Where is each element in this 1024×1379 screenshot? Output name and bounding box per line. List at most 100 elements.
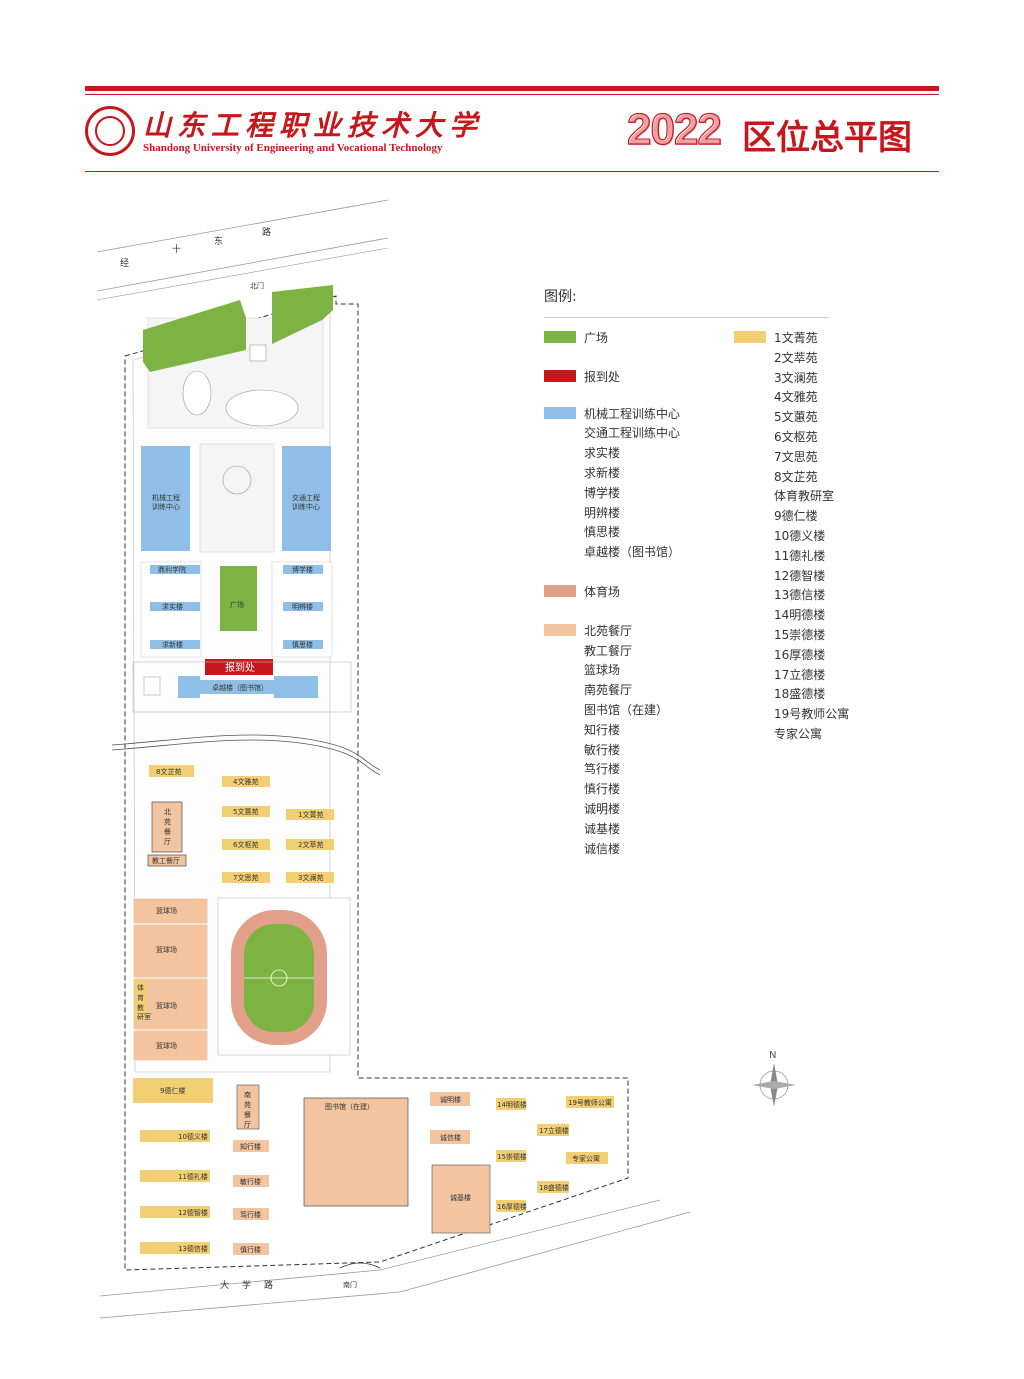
chengxin-label: 诚信楼 — [440, 1133, 461, 1142]
road-char-1: 经 — [120, 257, 129, 269]
north-canteen — [151, 801, 183, 853]
minxing-label: 敏行楼 — [240, 1177, 261, 1186]
dorm-8-label: 8文芷苑 — [156, 767, 181, 776]
dorm-1-label: 1文菁苑 — [298, 810, 323, 819]
dorm-18 — [537, 1181, 569, 1193]
university-seal-inner-ring — [95, 116, 125, 146]
jixie-label-2: 训练中心 — [152, 502, 180, 511]
registration-label: 报到处 — [225, 661, 255, 674]
zhixing-label: 知行楼 — [240, 1142, 261, 1151]
legend-item: 慎思楼 — [584, 525, 621, 540]
staff-canteen — [147, 854, 187, 867]
dorm-9-label: 9德仁楼 — [160, 1086, 185, 1095]
legend-item: 求新楼 — [584, 466, 621, 480]
legend-item: 7文思苑 — [774, 449, 818, 464]
pe-office-char-4: 研室 — [137, 1012, 151, 1021]
jixie-label: 机械工程 — [152, 493, 180, 502]
legend-item: 求实楼 — [584, 446, 621, 461]
library-under-construction — [303, 1097, 409, 1207]
north-plaza: 北门 — [143, 281, 333, 429]
road-char-2: 十 — [172, 243, 181, 255]
minxing-building — [233, 1175, 269, 1187]
legend-item: 笃行楼 — [584, 762, 621, 777]
legend-item: 16厚德楼 — [774, 647, 826, 662]
legend-title: 图例: — [544, 289, 577, 305]
dorm-3-label: 3文澜苑 — [298, 873, 323, 882]
legend-item: 17立德楼 — [774, 667, 826, 682]
legend-item: 慎行楼 — [584, 782, 621, 797]
legend-item: 1文菁苑 — [774, 331, 818, 345]
road-south-char-2: 学 — [242, 1279, 251, 1291]
south-canteen-char-1: 南 — [244, 1090, 251, 1099]
legend-item: 15崇德楼 — [774, 628, 826, 642]
dorm-10-label: 10德义楼 — [178, 1132, 208, 1141]
legend-item: 6文枢苑 — [774, 430, 818, 444]
expert-apartment — [566, 1152, 608, 1164]
legend-item: 专家公寓 — [774, 727, 823, 741]
legend-item: 14明德楼 — [774, 608, 826, 623]
south-road: 大 学 路 — [99, 1199, 691, 1319]
dorm-13-label: 13德信楼 — [178, 1244, 208, 1253]
registration-desk — [205, 659, 273, 675]
legend-item: 北苑餐厅 — [584, 623, 633, 638]
dorm-4-label: 4文雅苑 — [233, 777, 258, 786]
university-name-cn: 山东工程职业技术大学 — [143, 109, 484, 142]
pe-office-char-3: 教 — [137, 1003, 144, 1012]
north-canteen-char-3: 餐 — [164, 827, 171, 836]
dorm-2 — [286, 839, 334, 850]
legend-item: 诚基楼 — [584, 821, 621, 836]
legend-item: 南苑餐厅 — [584, 683, 633, 698]
dorm-11-label: 11德礼楼 — [178, 1172, 208, 1181]
dorm-7 — [222, 872, 270, 883]
dorm-15 — [496, 1150, 526, 1162]
university-name-en: Shandong University of Engineering and V… — [143, 142, 443, 154]
duxing-building — [233, 1208, 269, 1220]
library-annex — [143, 676, 161, 696]
north-canteen-char-1: 北 — [164, 808, 171, 816]
dorm-12 — [140, 1206, 210, 1218]
south-canteen-char-2: 苑 — [244, 1100, 251, 1109]
legend-item: 11德礼楼 — [774, 548, 826, 563]
legend-item: 5文蕙苑 — [774, 410, 818, 425]
chengji-label: 诚基楼 — [450, 1193, 471, 1202]
canal — [111, 734, 381, 771]
road-char-3: 东 — [214, 235, 223, 247]
north-canteen-char-2: 苑 — [164, 817, 171, 826]
university-seal-icon — [85, 106, 135, 156]
south-canteen-char-4: 厅 — [244, 1121, 251, 1129]
zhuoyue-library — [178, 676, 318, 698]
dorm-2-label: 2文萃苑 — [298, 840, 323, 849]
road-south-char-3: 路 — [264, 1279, 273, 1291]
dorm-3 — [286, 872, 334, 883]
basketball-area — [132, 897, 209, 1062]
legend-item: 13德信楼 — [774, 588, 826, 603]
legend-swatch — [544, 406, 576, 419]
legend-swatch — [734, 331, 766, 343]
shenxing-label: 慎行楼 — [240, 1245, 261, 1254]
court-4-label: 篮球场 — [156, 1041, 177, 1050]
fountain — [222, 465, 252, 495]
court-3-label: 篮球场 — [156, 1001, 177, 1010]
header-top-thin-rule — [85, 94, 939, 95]
dorm-16-label: 16厚德楼 — [497, 1202, 527, 1211]
pe-office — [135, 980, 147, 1020]
plaza-green — [220, 566, 257, 631]
dorm-14 — [496, 1098, 526, 1110]
boxue-building — [283, 565, 323, 574]
qiuxin-building — [150, 640, 200, 649]
legend-item: 卓越楼（图书馆） — [584, 545, 681, 560]
dorm-7-label: 7文思苑 — [233, 873, 258, 882]
qiuxin-label: 求新楼 — [162, 640, 183, 649]
zhixing-building — [233, 1140, 269, 1152]
dorm-13 — [140, 1242, 210, 1254]
teacher-apartment-19 — [566, 1096, 614, 1108]
dorm-6 — [222, 839, 270, 850]
header-bottom-rule — [85, 171, 939, 172]
legend-item: 8文芷苑 — [774, 469, 818, 484]
legend-item: 诚信楼 — [584, 841, 621, 856]
legend-item: 篮球场 — [584, 663, 621, 678]
legend-item: 19号教师公寓 — [774, 707, 850, 722]
dorm-15-label: 15崇德楼 — [497, 1152, 527, 1161]
dorm-17 — [537, 1124, 569, 1136]
legend-item: 4文雅苑 — [774, 390, 818, 405]
